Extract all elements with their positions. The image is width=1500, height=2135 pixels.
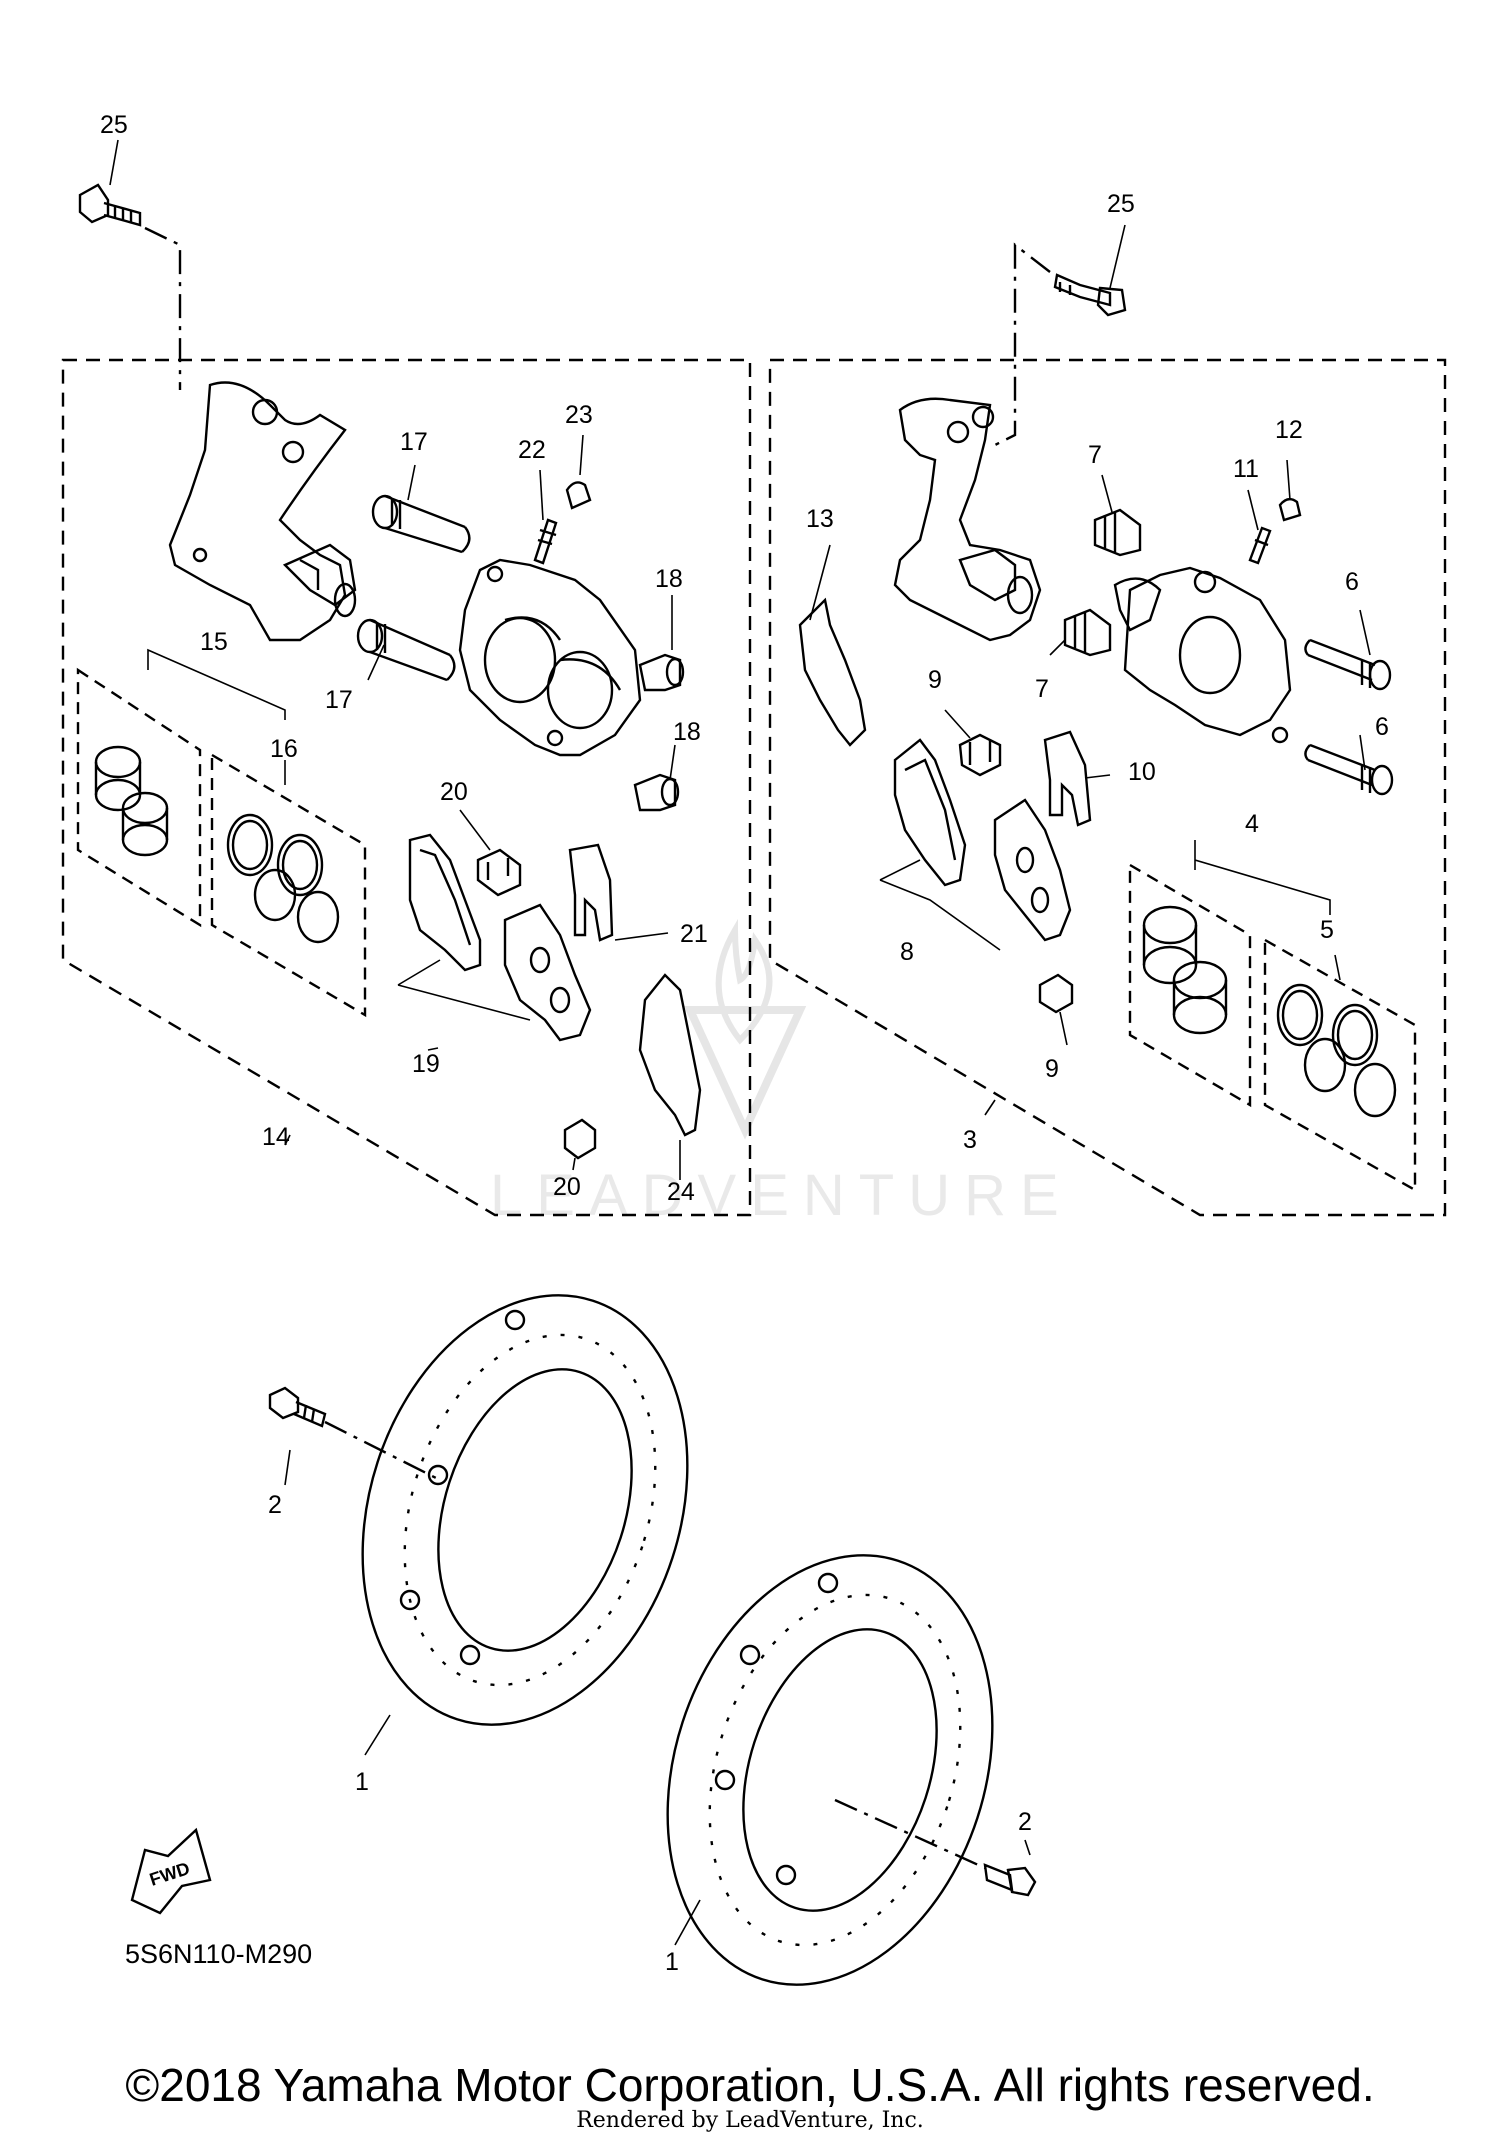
- callout-10: 10: [1128, 758, 1156, 786]
- callout-3: 3: [963, 1126, 977, 1154]
- piston-set-4: [1142, 905, 1228, 1035]
- disc-bolt-2-left: [268, 1386, 327, 1428]
- callout-25-left: 25: [100, 111, 128, 139]
- piston-set-15: [94, 745, 169, 857]
- pad-spring-21: [568, 843, 614, 942]
- callout-22: 22: [518, 436, 546, 464]
- callout-5: 5: [1320, 916, 1334, 944]
- callout-13: 13: [806, 505, 834, 533]
- right-group-boundary: [768, 358, 1447, 1217]
- bolt-25-left: [78, 183, 142, 227]
- pad-shim-24: [638, 973, 702, 1137]
- seal-set-16: [226, 813, 340, 944]
- callout-7-top: 7: [1088, 441, 1102, 469]
- pad-clip-20-bottom: [563, 1118, 597, 1160]
- bolt-25-right: [1053, 273, 1127, 317]
- left-seal-box-15: [76, 667, 202, 928]
- brake-disc-1-left: [361, 1294, 689, 1726]
- watermark-text: LEADVENTURE: [490, 1163, 1073, 1228]
- brake-pad-19-b: [503, 903, 592, 1042]
- bleeder-screw-22: [533, 518, 558, 565]
- callout-23: 23: [565, 401, 593, 429]
- right-seal-box-5: [1263, 937, 1417, 1193]
- callout-9-bottom: 9: [1045, 1055, 1059, 1083]
- left-caliper-bracket: [168, 381, 357, 642]
- callout-15: 15: [200, 628, 228, 656]
- brake-pad-8-a: [893, 738, 967, 887]
- brake-disc-1-right: [666, 1554, 994, 1986]
- brake-pad-19-a: [408, 833, 482, 972]
- pin-6-top: [1304, 638, 1392, 691]
- callout-4: 4: [1245, 810, 1259, 838]
- callout-24: 24: [667, 1178, 695, 1206]
- callout-7-bottom: 7: [1035, 675, 1049, 703]
- left-group-boundary: [61, 358, 752, 1217]
- seal-set-5: [1276, 983, 1397, 1118]
- bleeder-cap-23: [565, 481, 592, 510]
- callout-6-bottom: 6: [1375, 713, 1389, 741]
- diagram-code: 5S6N110-M290: [125, 1939, 312, 1969]
- bleeder-screw-11: [1248, 526, 1272, 565]
- callout-9-top: 9: [928, 666, 942, 694]
- callout-21: 21: [680, 920, 708, 948]
- callout-2-left: 2: [268, 1491, 282, 1519]
- callout-25-right: 25: [1107, 190, 1135, 218]
- pad-clip-20-top: [476, 848, 522, 897]
- right-piston-box-4: [1128, 862, 1252, 1108]
- callout-12: 12: [1275, 416, 1303, 444]
- left-caliper-body: [458, 558, 642, 757]
- pad-shim-13: [798, 597, 867, 747]
- callout-6-top: 6: [1345, 568, 1359, 596]
- copyright-notice: ©2018 Yamaha Motor Corporation, U.S.A. A…: [125, 2059, 1375, 2111]
- right-caliper-bracket: [893, 397, 1042, 642]
- callout-8: 8: [900, 938, 914, 966]
- boot-18-top: [638, 653, 685, 692]
- callout-1-right: 1: [665, 1948, 679, 1976]
- pin-17-top: [371, 494, 471, 554]
- watermark: LEADVENTURE: [490, 918, 1073, 1228]
- pin-6-bottom: [1304, 743, 1394, 796]
- boot-7-bottom: [1063, 608, 1112, 657]
- pad-clip-9-top: [958, 733, 1002, 777]
- callout-17-bottom: 17: [325, 686, 353, 714]
- pin-17-bottom: [356, 618, 456, 682]
- callout-18-top: 18: [655, 565, 683, 593]
- fwd-arrow: FWD: [130, 1827, 212, 1915]
- disc-bolt-2-right: [983, 1863, 1037, 1897]
- callout-2-right: 2: [1018, 1808, 1032, 1836]
- rendered-by-notice: Rendered by LeadVenture, Inc.: [576, 2108, 924, 2133]
- callout-14: 14: [262, 1123, 290, 1151]
- boot-18-bottom: [633, 773, 680, 812]
- callout-1-left: 1: [355, 1768, 369, 1796]
- leader-lines: [109, 139, 1371, 1946]
- pad-clip-9-bottom: [1038, 973, 1074, 1014]
- callout-20-bottom: 20: [553, 1173, 581, 1201]
- boot-7-top: [1093, 508, 1142, 557]
- callout-18-bottom: 18: [673, 718, 701, 746]
- callout-17-top: 17: [400, 428, 428, 456]
- bleeder-cap-12: [1278, 497, 1302, 522]
- right-caliper-body: [1113, 566, 1292, 744]
- callout-20-top: 20: [440, 778, 468, 806]
- left-seal-box-16: [210, 752, 367, 1018]
- brake-pad-8-b: [993, 798, 1072, 942]
- callout-19: 19: [412, 1050, 440, 1078]
- callout-16: 16: [270, 735, 298, 763]
- pad-spring-10: [1043, 730, 1092, 827]
- callout-11: 11: [1233, 455, 1259, 483]
